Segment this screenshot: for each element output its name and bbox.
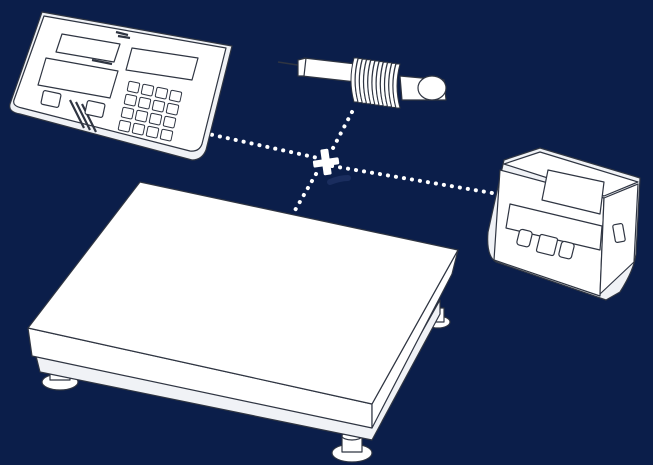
keypad-key: [118, 120, 131, 132]
keypad-key: [132, 123, 145, 135]
keypad-key: [160, 129, 173, 141]
load-cell-end: [418, 76, 446, 100]
printer-status-panel: [536, 234, 558, 256]
keypad-key: [135, 110, 148, 122]
keypad-key: [169, 90, 182, 102]
keypad-key: [146, 126, 159, 138]
keypad-key: [166, 103, 179, 115]
function-key: [85, 100, 106, 117]
keypad-key: [138, 97, 151, 109]
keypad-key: [121, 107, 134, 119]
keypad-key: [163, 116, 176, 128]
keypad-key: [127, 81, 140, 93]
keypad-key: [124, 94, 137, 106]
keypad-key: [155, 87, 168, 99]
keypad-key: [152, 100, 165, 112]
keypad-key: [149, 113, 162, 125]
function-key: [41, 90, 62, 107]
load-cell-body: [351, 58, 400, 108]
keypad-key: [141, 84, 154, 96]
